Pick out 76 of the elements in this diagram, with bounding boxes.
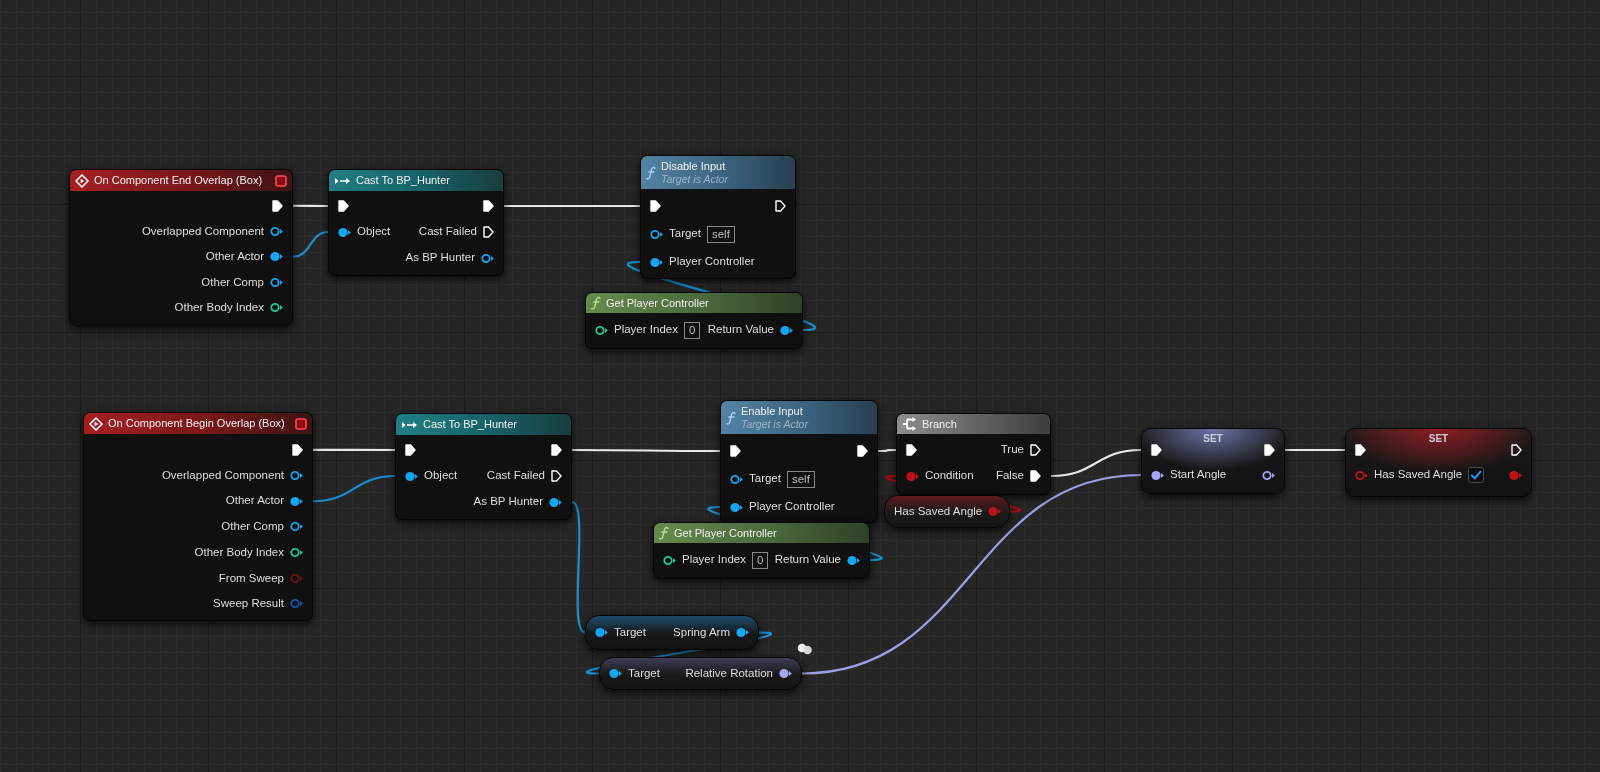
node-title: SET bbox=[1203, 434, 1223, 444]
pin-label: True bbox=[1000, 444, 1024, 456]
wire bbox=[292, 230, 329, 258]
node-title: Branch bbox=[922, 418, 958, 430]
pin-label: Other Actor bbox=[205, 251, 264, 263]
wire bbox=[801, 473, 1142, 675]
pin-label: Other Body Index bbox=[194, 546, 284, 559]
pin-label: Player Controller bbox=[669, 256, 755, 268]
pin-label: Target bbox=[614, 626, 646, 639]
cast-node bbox=[395, 413, 572, 520]
getter-node bbox=[599, 657, 802, 690]
node-title: SET bbox=[1428, 434, 1449, 444]
pin-label: Overlapped Component bbox=[141, 225, 264, 237]
node-title: Enable Input bbox=[741, 405, 804, 417]
pin-label: Other Comp bbox=[201, 276, 264, 288]
wire bbox=[504, 204, 640, 208]
wire bbox=[293, 204, 328, 208]
getter-node bbox=[884, 495, 1010, 528]
pin-label: Has Saved Angle bbox=[1374, 469, 1463, 481]
wire bbox=[1050, 448, 1142, 478]
pin-label: Other Body Index bbox=[174, 302, 264, 314]
pin-label: Target bbox=[749, 473, 781, 485]
wire bbox=[878, 448, 896, 453]
pin-label: Other Comp bbox=[221, 521, 284, 533]
pin-label: Return Value bbox=[707, 324, 774, 336]
node-title: On Component End Overlap (Box) bbox=[94, 175, 264, 186]
pin-label: Cast Failed bbox=[418, 226, 477, 238]
pin-label: Sweep Result bbox=[213, 598, 284, 610]
pin-label: False bbox=[995, 470, 1024, 482]
node-title: Get Player Controller bbox=[674, 527, 778, 539]
pin-label: Player Index bbox=[682, 554, 746, 566]
pin-label: Target bbox=[628, 667, 660, 680]
pure-function-node bbox=[585, 292, 803, 349]
pin-label: Player Controller bbox=[749, 501, 835, 513]
pin-label: As BP Hunter bbox=[405, 252, 475, 264]
pin-label: Relative Rotation bbox=[685, 667, 773, 680]
wire bbox=[572, 448, 720, 453]
set-node bbox=[1345, 428, 1532, 497]
pin-label: Return Value bbox=[774, 554, 841, 566]
event-node bbox=[83, 412, 313, 621]
pin-label: Other Actor bbox=[225, 495, 284, 507]
node-title: Cast To BP_Hunter bbox=[423, 419, 518, 430]
pure-function-node bbox=[653, 522, 870, 579]
pin-label: Condition bbox=[925, 470, 974, 482]
input-field: self bbox=[786, 470, 815, 488]
getter-node bbox=[585, 615, 759, 650]
pin-label: Object bbox=[357, 226, 391, 238]
pin-label: Cast Failed bbox=[486, 470, 545, 482]
node-subtitle: Target is Actor bbox=[741, 418, 808, 430]
node-title: Get Player Controller bbox=[606, 297, 710, 309]
input-field: 0 bbox=[683, 321, 701, 339]
pin-label: Object bbox=[424, 470, 458, 482]
pin-label: Target bbox=[669, 228, 701, 240]
pin-label: Start Angle bbox=[1170, 469, 1227, 481]
node-title: On Component Begin Overlap (Box) bbox=[108, 418, 286, 429]
node-title: Disable Input bbox=[661, 160, 727, 172]
node-title: Cast To BP_Hunter bbox=[356, 175, 451, 186]
pin-label: Has Saved Angle bbox=[894, 505, 983, 518]
function-node bbox=[640, 155, 796, 279]
pin-label: Overlapped Component bbox=[161, 469, 284, 482]
event-node bbox=[69, 169, 293, 326]
wire bbox=[1285, 448, 1345, 452]
wire bbox=[313, 448, 395, 452]
pin-label: From Sweep bbox=[218, 572, 284, 585]
wire bbox=[571, 501, 586, 634]
cast-node bbox=[328, 169, 504, 276]
set-node bbox=[1141, 428, 1285, 494]
pin-label: Player Index bbox=[614, 324, 678, 336]
input-field: 0 bbox=[751, 551, 769, 569]
pin-label: Spring Arm bbox=[673, 626, 730, 639]
input-field: self bbox=[706, 225, 735, 243]
pin-label: As BP Hunter bbox=[473, 496, 543, 508]
wire bbox=[312, 474, 396, 503]
node-subtitle: Target is Actor bbox=[661, 173, 728, 185]
branch-node bbox=[896, 413, 1051, 495]
function-node bbox=[720, 400, 878, 523]
